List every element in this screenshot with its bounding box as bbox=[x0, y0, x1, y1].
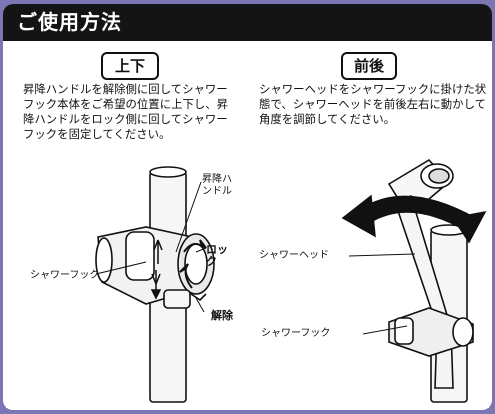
description-up-down: 昇降ハンドルを解除側に回してシャワーフック本体をご希望の位置に上下し、昇降ハンド… bbox=[23, 82, 229, 141]
callout-shower-hook-left: シャワーフック bbox=[30, 270, 100, 281]
callout-release: 解除 bbox=[211, 309, 233, 322]
description-front-back: シャワーヘッドをシャワーフックに掛けた状態で、シャワーヘッドを前後左右に動かして… bbox=[259, 82, 487, 126]
callout-shower-hook-right: シャワーフック bbox=[261, 328, 331, 339]
shower-hook-right bbox=[388, 307, 474, 357]
page-title: ご使用方法 bbox=[17, 10, 122, 34]
panel-front-back: 前後 シャワーヘッドをシャワーフックに掛けた状態で、シャワーヘッドを前後左右に動… bbox=[239, 42, 489, 408]
panel-up-down: 上下 昇降ハンドルを解除側に回してシャワーフック本体をご希望の位置に上下し、昇降… bbox=[6, 42, 236, 408]
front-back-illustration bbox=[341, 158, 487, 403]
tilt-arrow bbox=[341, 194, 487, 244]
label-up-down: 上下 bbox=[101, 52, 159, 80]
shower-hook-left bbox=[95, 226, 215, 309]
leader-lines-right bbox=[348, 253, 416, 335]
header-bar: ご使用方法 bbox=[3, 4, 492, 41]
callout-lift-handle: 昇降ハンドル bbox=[202, 174, 232, 197]
callout-shower-head: シャワーヘッド bbox=[259, 250, 329, 261]
label-front-back: 前後 bbox=[341, 52, 397, 80]
up-down-illustration bbox=[95, 166, 215, 403]
callout-lock: ロック bbox=[206, 243, 228, 268]
rotation-arrows bbox=[179, 239, 207, 289]
leader-lines-left bbox=[95, 181, 207, 313]
up-down-arrows bbox=[150, 239, 163, 300]
pipe-top bbox=[149, 166, 187, 178]
